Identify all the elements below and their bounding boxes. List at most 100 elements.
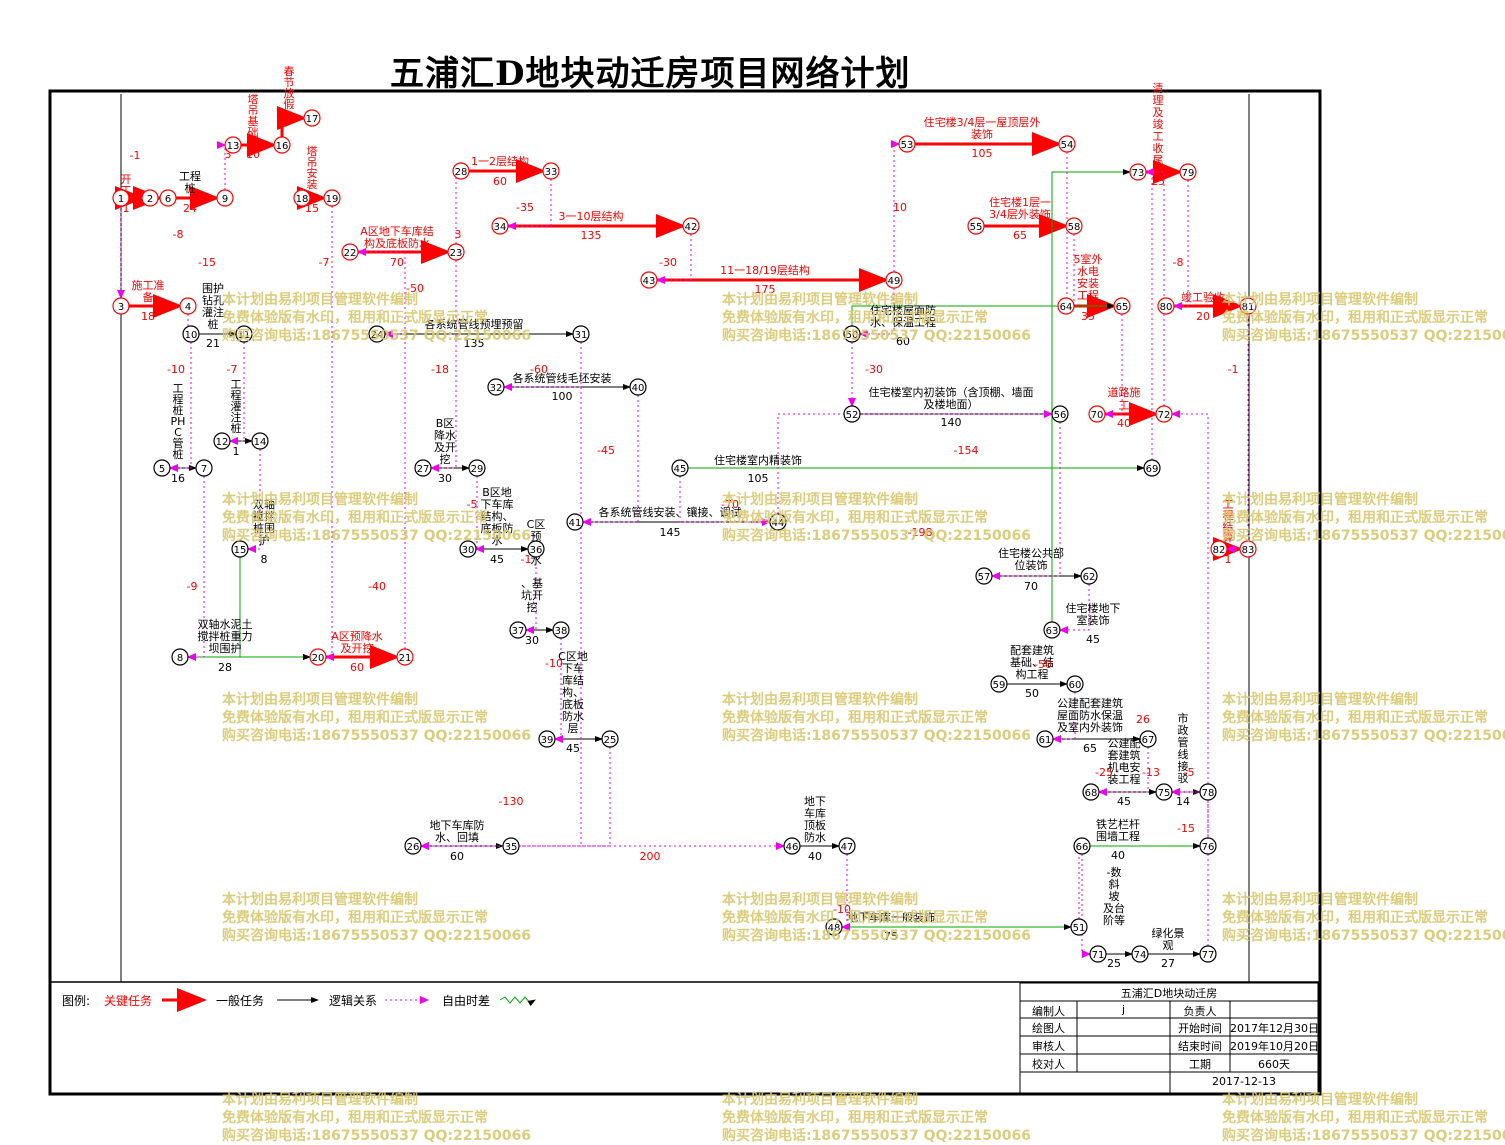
watermark-line: 免费体验版有水印，租用和正式版显示正常 <box>722 710 988 726</box>
activity-label: -154 <box>954 444 979 457</box>
page-title: 五浦汇D地块动迁房项目网络计划 <box>390 54 911 94</box>
svg-text:36: 36 <box>530 545 543 556</box>
watermark-line: 本计划由易利项目管理软件编制 <box>722 292 918 308</box>
event-node-36: 36 <box>527 540 545 558</box>
watermark-line: 购买咨询电话:18675550537 QQ:22150066 <box>722 1128 1031 1144</box>
event-node-26: 26 <box>404 837 422 855</box>
svg-text:65: 65 <box>1116 302 1129 313</box>
svg-text:1: 1 <box>118 194 124 205</box>
svg-text:70: 70 <box>1091 410 1104 421</box>
activity-label: 45 <box>566 742 580 755</box>
watermark-line: 购买咨询电话:18675550537 QQ:22150066 <box>222 1128 531 1144</box>
svg-text:51: 51 <box>1073 923 1086 934</box>
tb-end: 2019年10月20日 <box>1230 1040 1319 1053</box>
activity-label: 位装饰 <box>1015 558 1048 572</box>
tb-start: 2017年12月30日 <box>1230 1022 1319 1035</box>
activity-label: 配套建筑 <box>1010 643 1054 657</box>
activity-label: 住宅楼公共部 <box>998 546 1064 560</box>
watermark-line: 本计划由易利项目管理软件编制 <box>222 892 418 908</box>
activity-label: 工 <box>1153 130 1164 143</box>
watermark-line: 本计划由易利项目管理软件编制 <box>1222 1092 1418 1108</box>
edge-65-70 <box>1104 314 1123 418</box>
tb-end-label: 结束时间 <box>1178 1040 1222 1053</box>
activity-label: 10 <box>246 148 260 161</box>
watermark: 本计划由易利项目管理软件编制免费体验版有水印，租用和正式版显示正常购买咨询电话:… <box>722 691 1031 745</box>
activity-label: -130 <box>499 795 524 808</box>
activity-label: 25 <box>1151 175 1165 188</box>
watermark-line: 购买咨询电话:18675550537 QQ:22150066 <box>1222 928 1505 944</box>
svg-text:59: 59 <box>993 680 1006 691</box>
activity-label: A区地下车库结 <box>360 224 434 238</box>
svg-text:15: 15 <box>234 545 247 556</box>
event-node-79: 79 <box>1179 163 1197 181</box>
svg-text:47: 47 <box>841 842 854 853</box>
edge-56-57 <box>991 422 1061 580</box>
event-node-37: 37 <box>509 621 527 639</box>
activity-label: 100 <box>552 390 573 403</box>
event-node-62: 62 <box>1080 567 1098 585</box>
svg-text:24: 24 <box>371 330 384 341</box>
legend-samples <box>162 988 536 1012</box>
activity-label: 接 <box>1178 760 1189 773</box>
event-node-40: 40 <box>629 378 647 396</box>
edge-54-64 <box>1066 152 1075 310</box>
activity-label: B区 <box>436 417 455 430</box>
activity-label: 安装 <box>1077 276 1099 290</box>
activity-label: 挖 <box>440 452 451 466</box>
edge-51-66 <box>1073 842 1082 919</box>
activity-label: -10 <box>833 903 851 916</box>
activity-label: 21 <box>206 337 220 350</box>
legend-normal: 一般任务 <box>216 994 265 1008</box>
event-node-57: 57 <box>975 567 993 585</box>
edge-33-34 <box>507 179 552 230</box>
activity-label: 吊 <box>307 156 318 169</box>
activity-label: 3 <box>455 228 462 241</box>
activity-label: 60 <box>493 175 507 188</box>
event-node-61: 61 <box>1036 730 1054 748</box>
watermark: 本计划由易利项目管理软件编制免费体验版有水印，租用和正式版显示正常购买咨询电话:… <box>222 291 531 345</box>
activity-label: 程 <box>173 393 184 406</box>
event-node-64: 64 <box>1057 297 1075 315</box>
svg-text:31: 31 <box>575 330 588 341</box>
event-node-74: 74 <box>1131 945 1149 963</box>
activity-label: 桩围 <box>253 521 275 535</box>
drawing-frame <box>48 89 1322 1096</box>
activity-label: -5 <box>1184 766 1195 779</box>
event-node-2: 2 <box>141 189 159 207</box>
svg-text:64: 64 <box>1060 302 1073 313</box>
watermark-line: 本计划由易利项目管理软件编制 <box>722 1092 918 1108</box>
activity-label: -8 <box>1173 256 1184 269</box>
activity-label: 管 <box>173 436 184 450</box>
svg-text:3: 3 <box>118 302 124 313</box>
watermark: 本计划由易利项目管理软件编制免费体验版有水印，租用和正式版显示正常购买咨询电话:… <box>722 891 1031 945</box>
event-node-20: 20 <box>309 648 327 666</box>
activity-label: 公建配 <box>1108 736 1141 750</box>
watermark-line: 免费体验版有水印，租用和正式版显示正常 <box>222 1110 488 1126</box>
svg-text:74: 74 <box>1134 950 1147 961</box>
activity-label: 竣工验收 <box>1181 290 1225 304</box>
watermark: 本计划由易利项目管理软件编制免费体验版有水印，租用和正式版显示正常购买咨询电话:… <box>1222 891 1505 945</box>
activity-label: 坝围护 <box>209 641 242 655</box>
svg-text:46: 46 <box>786 842 799 853</box>
event-node-4: 4 <box>179 297 197 315</box>
svg-text:60: 60 <box>1069 680 1082 691</box>
activity-label: 桩 <box>173 403 184 417</box>
watermark-line: 购买咨询电话:18675550537 QQ:22150066 <box>222 528 531 544</box>
activity-label: 铁艺栏杆 <box>1096 817 1140 831</box>
tb-editor: j <box>1121 1003 1126 1016</box>
event-node-53: 53 <box>898 135 916 153</box>
watermark-line: 免费体验版有水印，租用和正式版显示正常 <box>1222 510 1488 526</box>
activity-label: 斜 <box>1109 878 1120 891</box>
svg-text:76: 76 <box>1202 842 1215 853</box>
event-node-77: 77 <box>1199 945 1217 963</box>
svg-text:44: 44 <box>772 518 785 529</box>
edge-38-39 <box>554 638 563 743</box>
activity-label: 16 <box>171 472 185 485</box>
activity-label: 构、 <box>562 685 584 699</box>
activity-label: 市 <box>1178 711 1189 725</box>
watermark-line: 购买咨询电话:18675550537 QQ:22150066 <box>722 728 1031 744</box>
activity-label: 车库 <box>804 806 826 820</box>
activity-label: 结构、 <box>481 509 514 523</box>
activity-label: 60 <box>450 850 464 863</box>
edge-62-63 <box>1059 584 1090 634</box>
